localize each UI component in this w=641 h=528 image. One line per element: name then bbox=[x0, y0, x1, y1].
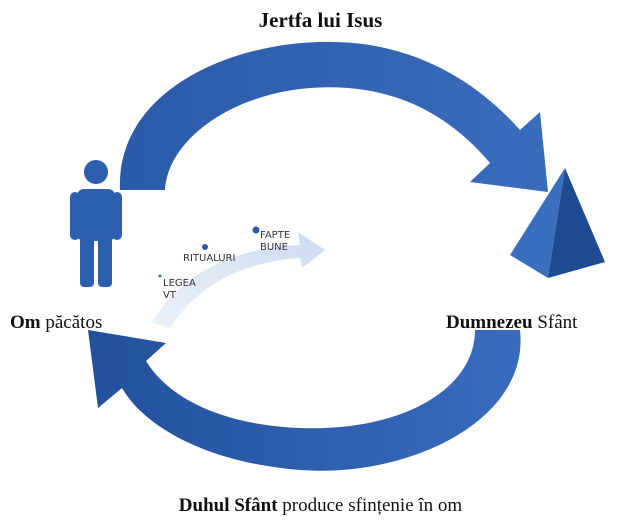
step-marker-ritualuri bbox=[202, 244, 208, 250]
progress-arrow bbox=[152, 232, 325, 328]
step-label-line: FAPTE bbox=[260, 230, 291, 241]
step-label-line: BUNE bbox=[260, 242, 288, 253]
right-label-bold: Dumnezeu bbox=[446, 312, 533, 333]
pyramid-icon bbox=[510, 168, 605, 278]
bottom-label-rest: produce sfințenie în om bbox=[282, 495, 463, 516]
step-label-line: VT bbox=[163, 290, 176, 301]
step-marker-legea bbox=[158, 274, 162, 278]
left-label: Om păcătos bbox=[10, 312, 102, 334]
step-label-line: LEGEA bbox=[163, 278, 196, 289]
right-label: Dumnezeu Sfânt bbox=[446, 312, 577, 334]
left-label-rest: păcătos bbox=[45, 312, 103, 333]
person-icon bbox=[70, 160, 122, 287]
step-label-ritualuri: RITUALURI bbox=[183, 253, 235, 265]
top-label: Jertfa lui Isus bbox=[258, 8, 383, 32]
top-arc-arrow bbox=[119, 41, 548, 192]
bottom-label: Duhul Sfânt produce sfințenie în om bbox=[0, 495, 641, 517]
right-label-rest: Sfânt bbox=[537, 312, 578, 333]
left-label-bold: Om bbox=[10, 312, 41, 333]
bottom-label-bold: Duhul Sfânt bbox=[178, 495, 278, 516]
bottom-arc-arrow bbox=[88, 330, 521, 471]
step-marker-fapte bbox=[252, 226, 260, 234]
step-label-line: RITUALURI bbox=[183, 253, 236, 264]
